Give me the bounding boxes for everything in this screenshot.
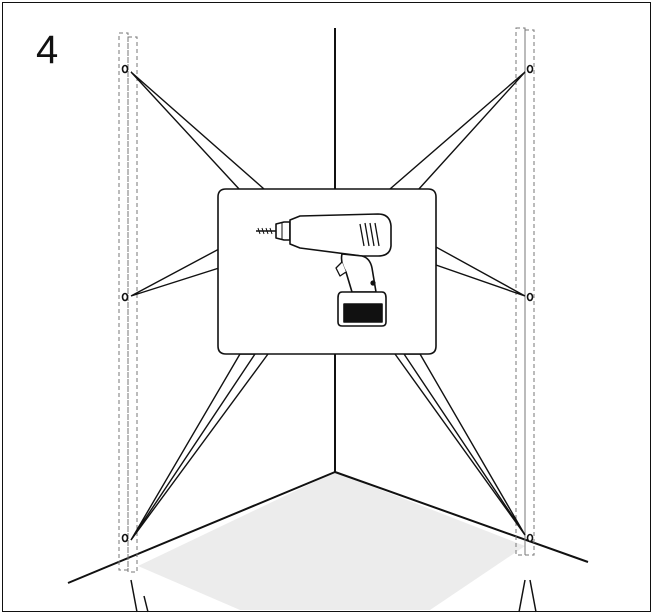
floor-edge-right xyxy=(334,471,589,563)
hole-mid-left xyxy=(121,292,129,302)
left-guide-strip xyxy=(118,32,138,573)
floor-edge-left xyxy=(67,471,336,584)
ray-top-left xyxy=(130,71,266,191)
ray-mid-left xyxy=(130,247,220,297)
leg-left xyxy=(130,579,138,613)
hole-top-right xyxy=(526,64,534,74)
ray-bottom-left-b xyxy=(130,353,269,541)
ray-bottom-right-b xyxy=(394,353,526,536)
drill-callout-panel xyxy=(217,188,437,355)
hole-mid-right xyxy=(526,292,534,302)
step-number: 4 xyxy=(36,28,59,72)
leg-right xyxy=(518,579,526,613)
hole-bottom-left xyxy=(121,533,129,543)
drill-holes xyxy=(121,64,534,543)
right-guide-strip xyxy=(515,27,535,556)
leg-right-2 xyxy=(529,579,537,613)
cordless-drill-icon xyxy=(256,213,392,327)
leg-left-2 xyxy=(143,595,149,613)
hole-top-left xyxy=(121,64,129,74)
hole-bottom-right xyxy=(526,533,534,543)
cabinet-legs xyxy=(130,579,537,613)
ray-mid-right xyxy=(435,245,526,297)
ray-top-right xyxy=(388,71,526,191)
floor-area xyxy=(138,472,525,610)
